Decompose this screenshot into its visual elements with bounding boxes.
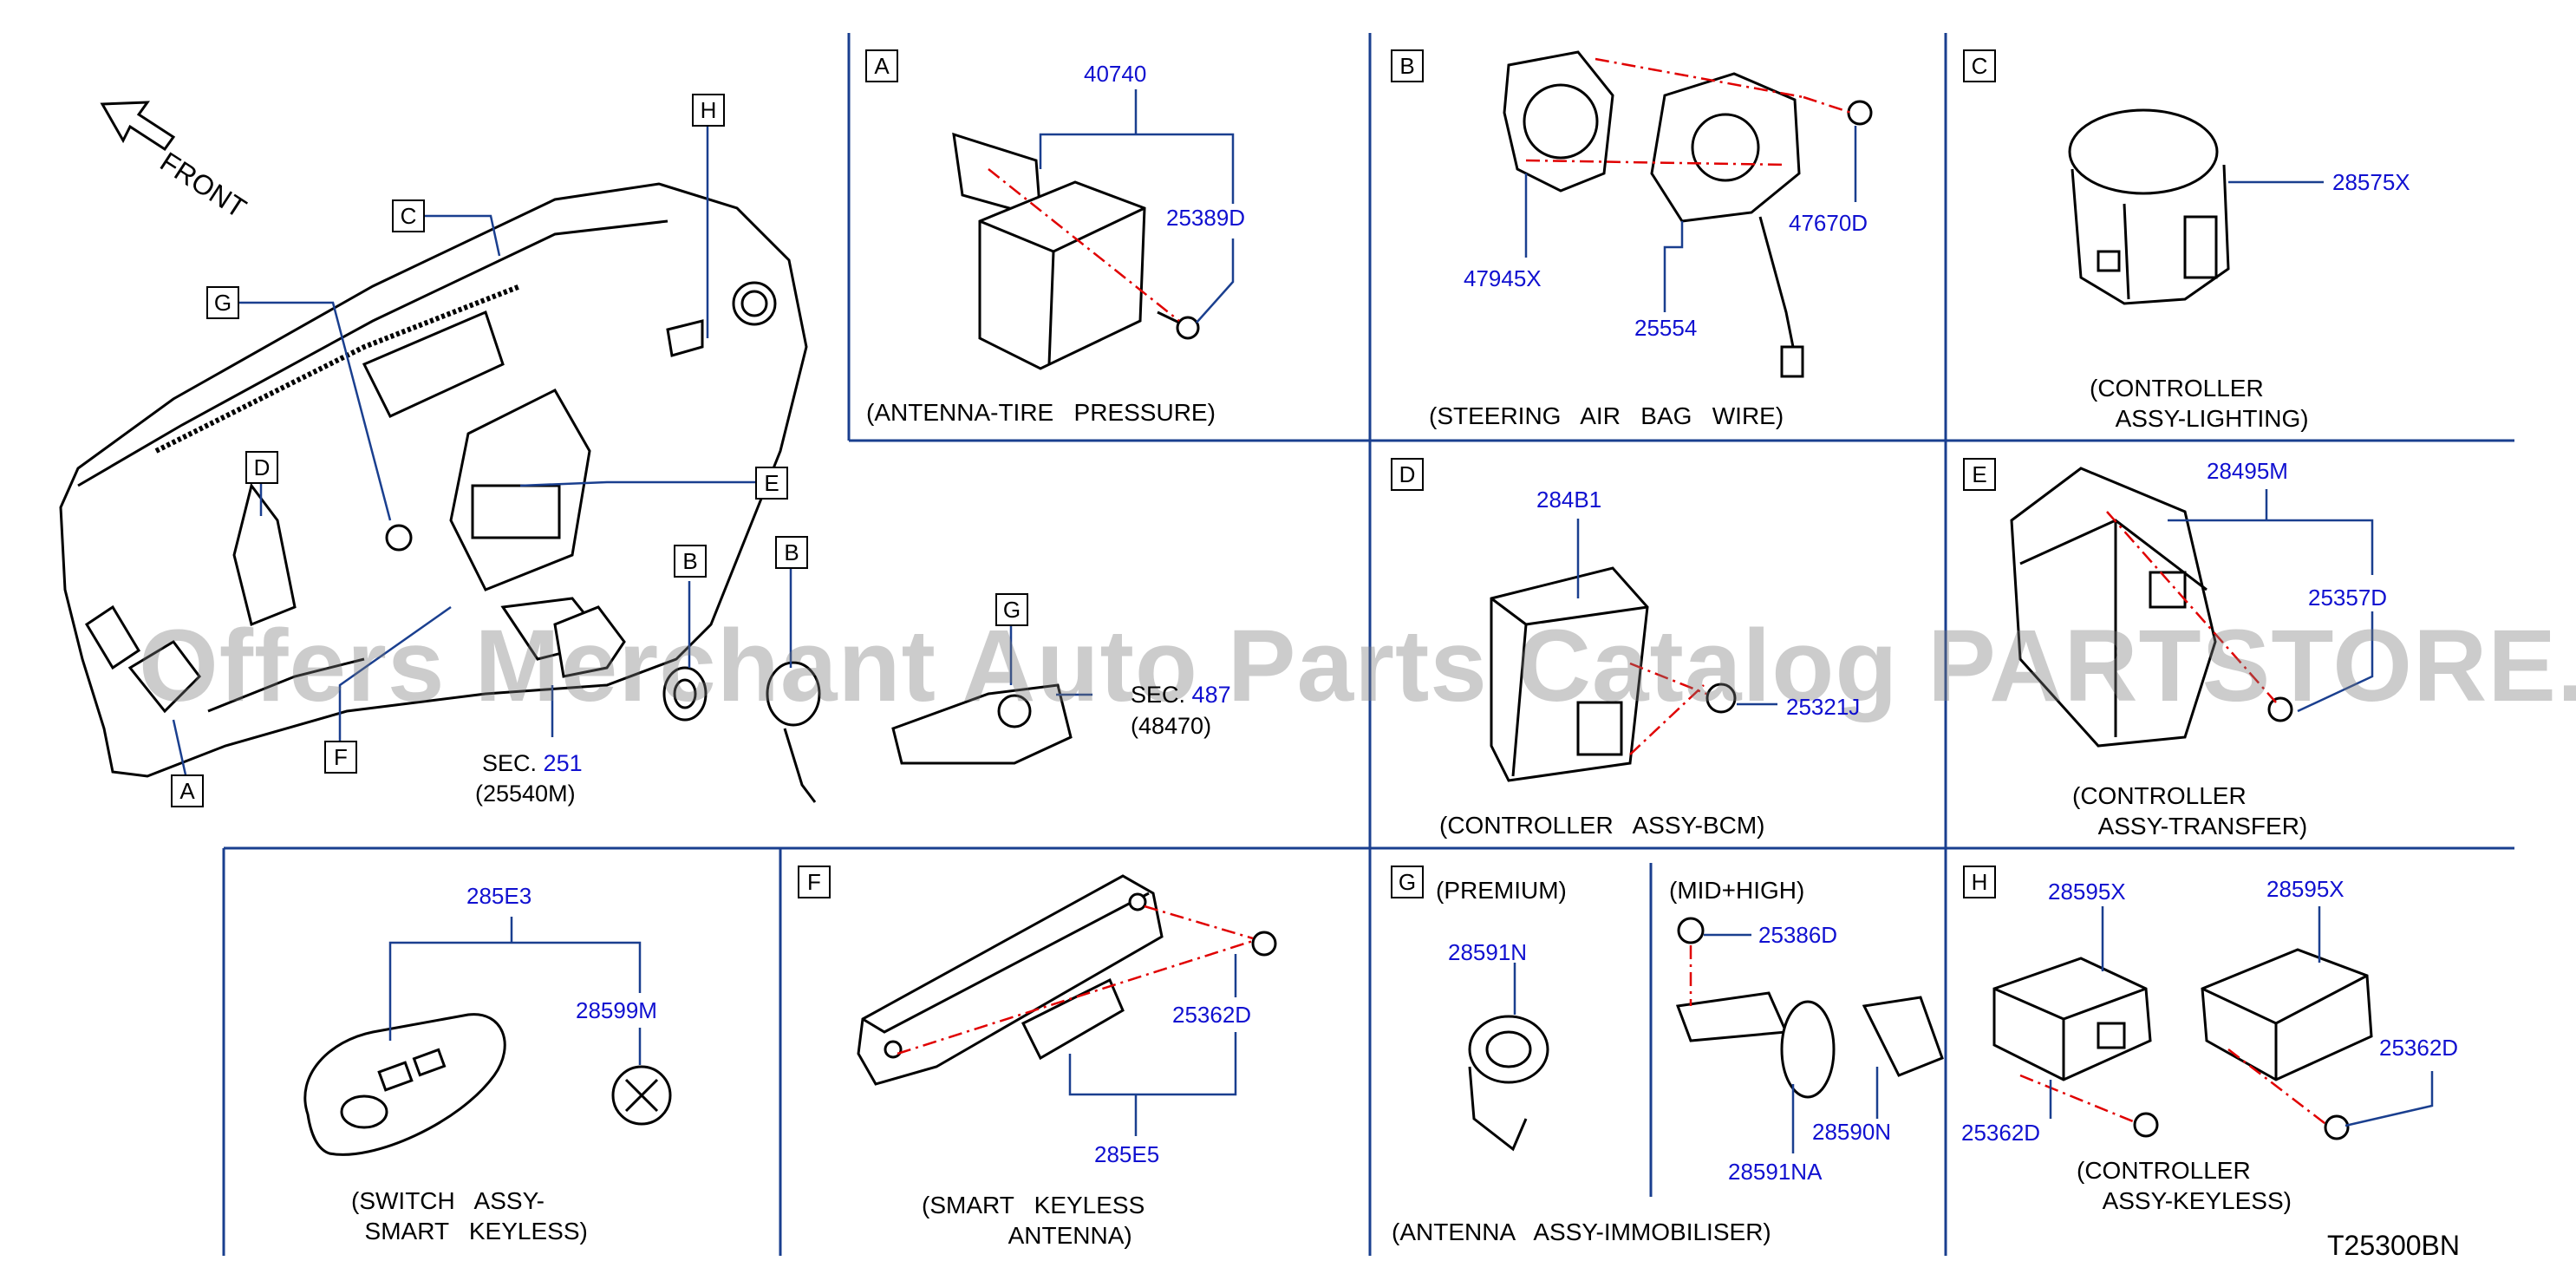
transfer-controller (2010, 467, 2293, 748)
callout-f[interactable]: F (324, 741, 357, 774)
part-25321j[interactable]: 25321J (1786, 694, 1861, 720)
part-25389d[interactable]: 25389D (1166, 205, 1246, 231)
grid-lines (222, 33, 2514, 1256)
caption-e: (CONTROLLER ASSY-TRANSFER) (2072, 782, 2308, 839)
part-47670d[interactable]: 47670D (1789, 210, 1868, 236)
dashboard-illustration (59, 182, 808, 778)
panel-letter-e: E (1963, 458, 1996, 491)
panel-k-leaders (388, 917, 642, 1065)
lighting-controller (2068, 108, 2230, 305)
part-28591na[interactable]: 28591NA (1728, 1159, 1823, 1185)
panel-g-leaders (1513, 933, 1879, 1153)
panel-letter-b: B (1391, 49, 1424, 82)
part-25362d-f[interactable]: 25362D (1172, 1002, 1252, 1028)
steering-switch-part (766, 661, 821, 727)
panel-letter-h: H (1963, 866, 1996, 898)
callout-e[interactable]: E (755, 467, 788, 500)
sec-251-part: (25540M) (475, 781, 576, 807)
caption-smart-key: (SWITCH ASSY- SMART KEYLESS) (351, 1187, 588, 1245)
caption-g: (ANTENNA ASSY-IMMOBILISER) (1392, 1218, 1771, 1245)
sec-number[interactable]: 251 (543, 750, 583, 776)
smart-keyless-switch (303, 1013, 672, 1156)
caption-f: (SMART KEYLESS ANTENNA) (922, 1192, 1145, 1249)
caption-b: (STEERING AIR BAG WIRE) (1429, 402, 1784, 429)
part-25362d-h1[interactable]: 25362D (1961, 1120, 2041, 1146)
part-25357d[interactable]: 25357D (2308, 585, 2388, 611)
part-284b1[interactable]: 284B1 (1536, 487, 1602, 513)
panel-f-leaders (1068, 954, 1237, 1136)
part-25386d[interactable]: 25386D (1758, 922, 1838, 948)
callout-d[interactable]: D (245, 451, 278, 484)
callout-g[interactable]: G (206, 286, 239, 319)
callout-b-1[interactable]: B (674, 545, 707, 578)
keyless-controller (1992, 948, 2373, 1140)
sec-251-ref[interactable]: SEC. 251 (482, 750, 583, 777)
part-285e3[interactable]: 285E3 (466, 883, 532, 909)
sec-prefix: SEC. (1131, 682, 1186, 708)
part-285e5[interactable]: 285E5 (1094, 1141, 1160, 1167)
part-28590n[interactable]: 28590N (1812, 1119, 1892, 1145)
overview-leaders (172, 125, 1092, 780)
part-25554[interactable]: 25554 (1634, 315, 1698, 341)
part-28595x-1[interactable]: 28595X (2048, 879, 2126, 905)
panel-h-leaders (2049, 906, 2434, 1127)
sec-487-part: (48470) (1131, 713, 1212, 739)
sec-prefix: SEC. (482, 750, 538, 776)
panel-d-leaders (1576, 519, 1777, 706)
callout-b-2[interactable]: B (775, 536, 808, 569)
part-25362d-h2[interactable]: 25362D (2379, 1035, 2459, 1061)
bcm-controller (1490, 566, 1737, 782)
panel-letter-a: A (865, 49, 898, 82)
caption-d: (CONTROLLER ASSY-BCM) (1439, 812, 1765, 839)
caption-h: (CONTROLLER ASSY-KEYLESS) (2077, 1157, 2292, 1214)
part-28591n[interactable]: 28591N (1448, 939, 1528, 965)
panel-letter-c: C (1963, 49, 1996, 82)
figure-code: T25300BN (2327, 1230, 2460, 1261)
part-28599m[interactable]: 28599M (576, 997, 657, 1023)
sec-number[interactable]: 487 (1191, 682, 1231, 708)
panel-b-leaders (1524, 126, 1857, 312)
callout-h[interactable]: H (692, 94, 725, 127)
panel-letter-g: G (1391, 866, 1424, 898)
part-28575x[interactable]: 28575X (2332, 169, 2410, 195)
caption-a: (ANTENNA-TIRE PRESSURE) (866, 399, 1216, 426)
callout-c[interactable]: C (392, 199, 425, 232)
front-arrow-icon (100, 101, 176, 152)
watermark: Offers Merchant Auto Parts Catalog PARTS… (139, 609, 2576, 723)
panel-e-leaders (2168, 489, 2374, 713)
panel-letter-d: D (1391, 458, 1424, 491)
callout-g-2[interactable]: G (995, 593, 1028, 626)
midhigh-label: (MID+HIGH) (1669, 877, 1805, 904)
steering-air-bag-wire (1503, 50, 1873, 378)
part-28595x-2[interactable]: 28595X (2266, 876, 2344, 902)
callout-a[interactable]: A (171, 774, 204, 807)
panel-a-leaders (1039, 89, 1235, 323)
part-40740[interactable]: 40740 (1084, 61, 1147, 87)
immobiliser-antenna (1468, 917, 1944, 1152)
panel-letter-f: F (798, 866, 831, 898)
part-47945x[interactable]: 47945X (1464, 265, 1542, 291)
caption-c: (CONTROLLER ASSY-LIGHTING) (2090, 375, 2309, 432)
premium-label: (PREMIUM) (1436, 877, 1567, 904)
sec-487-ref[interactable]: SEC. 487 (1131, 682, 1231, 709)
part-28495m[interactable]: 28495M (2207, 458, 2288, 484)
smart-keyless-antenna (857, 874, 1277, 1086)
